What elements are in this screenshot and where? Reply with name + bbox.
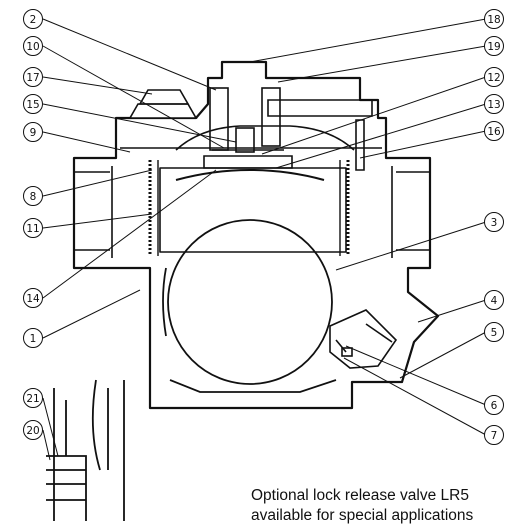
float-ball	[162, 219, 337, 393]
callout-21: 21	[23, 388, 43, 408]
callout-10: 10	[23, 36, 43, 56]
svg-text:4: 4	[491, 295, 498, 307]
callout-1: 1	[23, 328, 43, 348]
callout-11: 11	[23, 218, 43, 238]
svg-text:5: 5	[491, 327, 498, 339]
callout-9: 9	[23, 122, 43, 142]
callout-4: 4	[484, 290, 504, 310]
callout-17: 17	[23, 67, 43, 87]
callout-2: 2	[23, 9, 43, 29]
callout-13: 13	[484, 94, 504, 114]
cover-assembly	[120, 87, 382, 181]
svg-text:19: 19	[487, 41, 500, 53]
callout-8: 8	[23, 186, 43, 206]
caption-line-1: Optional lock release valve LR5	[251, 487, 469, 504]
svg-text:9: 9	[30, 127, 37, 139]
lock-release-caption: Optional lock release valve LR5 availabl…	[251, 486, 512, 526]
svg-text:20: 20	[26, 425, 39, 437]
outlet-valve	[329, 309, 398, 369]
callout-6: 6	[484, 395, 504, 415]
callout-14: 14	[23, 288, 43, 308]
svg-text:7: 7	[491, 430, 498, 442]
svg-text:17: 17	[26, 72, 39, 84]
svg-text:3: 3	[491, 217, 498, 229]
callout-5: 5	[484, 322, 504, 342]
callout-18: 18	[484, 9, 504, 29]
callout-19: 19	[484, 36, 504, 56]
callout-12: 12	[484, 67, 504, 87]
svg-text:12: 12	[487, 72, 500, 84]
svg-text:1: 1	[30, 333, 37, 345]
callout-16: 16	[484, 121, 504, 141]
svg-text:6: 6	[491, 400, 498, 412]
svg-text:21: 21	[26, 393, 39, 405]
callout-3: 3	[484, 212, 504, 232]
callout-15: 15	[23, 94, 43, 114]
svg-text:14: 14	[26, 293, 40, 305]
leader-lines	[42, 18, 487, 461]
lock-release-inset	[46, 379, 125, 521]
svg-text:2: 2	[30, 14, 37, 26]
svg-text:8: 8	[30, 191, 37, 203]
pipe-connections	[74, 166, 430, 258]
svg-text:16: 16	[487, 126, 501, 138]
svg-text:11: 11	[26, 223, 39, 235]
svg-text:10: 10	[26, 41, 39, 53]
callout-7: 7	[484, 425, 504, 445]
svg-text:18: 18	[487, 14, 500, 26]
callout-20: 20	[23, 420, 43, 440]
svg-text:15: 15	[26, 99, 39, 111]
svg-text:13: 13	[487, 99, 500, 111]
caption-line-2: available for special applications	[251, 507, 474, 524]
